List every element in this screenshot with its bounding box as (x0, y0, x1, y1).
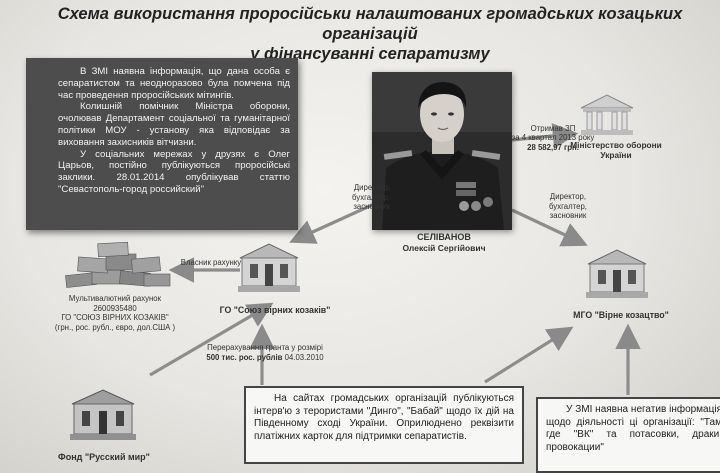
union-label: ГО "Союз вірних козаків" (219, 305, 331, 315)
info-paragraph-3: У соціальних мережах у друзях є Олег Цар… (58, 148, 290, 195)
salary-label: Отримав ЗП за 4 квартал 2013 року (511, 124, 595, 142)
salary-amount: 28 582,97 грн. (527, 143, 579, 152)
account-line-1: Мультивалютний рахунок (68, 294, 162, 303)
ministry-building-icon (577, 92, 637, 136)
account-line-3: ГО "СОЮЗ ВІРНИХ КОЗАКІВ" (61, 313, 169, 322)
person-name: Олексій Сергійович (402, 243, 486, 253)
money-stack-icon (62, 240, 174, 292)
title-line-1: Схема використання проросійськи налаштов… (57, 5, 683, 43)
info-paragraph-2: Колишній помічник Міністра оборони, очол… (58, 101, 290, 148)
account-line-2: 2600935480 (93, 303, 137, 313)
person-portrait (372, 72, 512, 230)
arrow-fund-to-union (149, 302, 274, 377)
fund-building-icon (68, 386, 138, 442)
media-info-box: У ЗМІ наявна негатив інформація щодо дія… (536, 397, 720, 473)
grant-transfer-label: Перерахування гранта у розмірі (207, 343, 323, 352)
diagram-title: Схема використання проросійськи налаштов… (30, 4, 710, 64)
fund-label: Фонд "Русский мир" (58, 452, 150, 462)
account-info: Мультивалютний рахунок 2600935480 ГО "СО… (40, 294, 190, 332)
grant-info: Перерахування гранта у розмірі 500 тис. … (190, 343, 340, 363)
arrow-person-to-union (289, 203, 373, 244)
grant-amount: 500 тис. рос. рублів (206, 353, 283, 362)
own-account-label: Власник рахунку (180, 258, 242, 267)
arrow-person-to-faithful (511, 208, 588, 247)
info-box: В ЗМІ наявна інформація, що дана особа є… (26, 58, 298, 230)
grant-date: 04.03.2010 (284, 353, 324, 362)
ministry-label: Міністерство оборони України (570, 140, 662, 160)
media-info-text: У ЗМІ наявна негатив інформація щодо дія… (546, 404, 720, 453)
arrow-person-to-ministry (511, 123, 579, 149)
sites-info-box: На сайтах громадських організацій публік… (244, 386, 524, 464)
faithful-building-icon (584, 246, 650, 300)
person-surname: СЕЛІВАНОВ (417, 232, 471, 242)
info-paragraph-1: В ЗМІ наявна інформація, що дана особа є… (58, 66, 290, 101)
union-building-icon (236, 240, 302, 294)
role-left-label: Директор, бухгалтер, засновник (352, 183, 390, 211)
title-line-2: у фінансуванні сепаратизму (250, 45, 490, 63)
role-right-label: Директор, бухгалтер, засновник (549, 192, 587, 220)
arrow-sites-to-faithful (484, 326, 574, 384)
account-line-4: (грн., рос. рубл., євро, дол.США ) (54, 322, 176, 332)
sites-info-text: На сайтах громадських організацій публік… (254, 393, 514, 442)
faithful-label: МГО "Вірне козацтво" (573, 310, 669, 320)
